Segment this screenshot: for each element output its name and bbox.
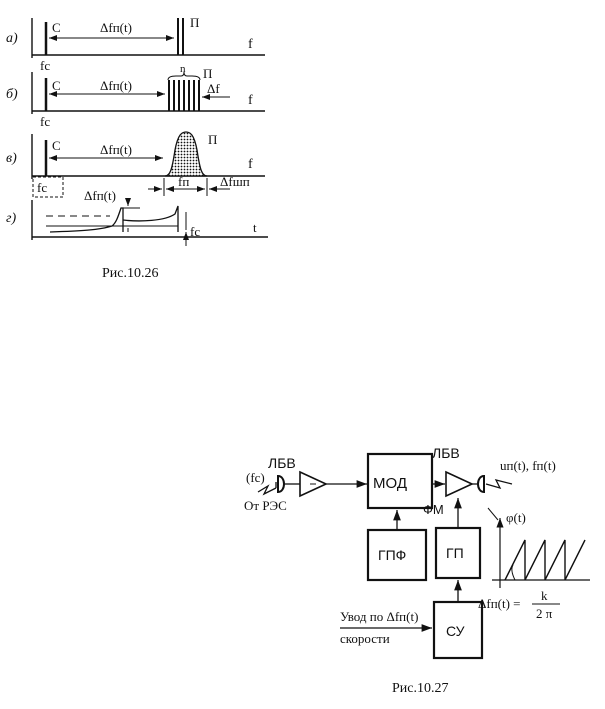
row-g-fc: fc xyxy=(190,224,200,239)
row-b-df: Δf xyxy=(207,81,220,96)
row-b xyxy=(31,71,265,114)
row-a-fc: fc xyxy=(40,58,50,73)
su-label: СУ xyxy=(446,623,465,639)
row-a-delta: Δfп(t) xyxy=(100,20,132,35)
fm-label: ФМ xyxy=(423,502,444,517)
row-a-label: а) xyxy=(6,31,18,46)
row-v-jammer: П xyxy=(208,132,217,147)
input-fc-label: (fc) xyxy=(246,470,265,485)
row-b-fc: fc xyxy=(40,114,50,129)
mod-block xyxy=(366,452,434,510)
input-antenna-icon xyxy=(277,474,286,494)
lbv2-label: ЛБВ xyxy=(432,445,460,461)
row-v-fc: fc xyxy=(37,180,47,195)
formula-left: Δfп(t) = xyxy=(478,596,521,611)
row-a-axis: f xyxy=(248,37,253,52)
row-g xyxy=(31,198,268,246)
row-a-carrier: С xyxy=(52,20,61,35)
row-v-dfsh: Δfшп xyxy=(220,174,250,189)
lbv1-amplifier-icon xyxy=(299,470,328,498)
row-g-axis: t xyxy=(253,220,257,235)
fc-dashed-box xyxy=(32,176,64,198)
row-v-delta: Δfп(t) xyxy=(100,142,132,157)
row-b-label: б) xyxy=(6,87,18,102)
row-a xyxy=(31,18,265,58)
row-v-label: в) xyxy=(6,151,17,166)
input-src-label: От РЭС xyxy=(244,498,287,513)
mod-label: МОД xyxy=(373,475,407,492)
phase-sawtooth xyxy=(504,539,586,581)
figure-10-27 xyxy=(257,452,590,660)
lbv1-label: ЛБВ xyxy=(268,455,296,471)
row-v-carrier: С xyxy=(52,138,61,153)
row-v-axis: f xyxy=(248,157,253,172)
gp-label: ГП xyxy=(446,545,464,561)
formula-num: k xyxy=(541,588,548,603)
row-b-n: n xyxy=(180,63,186,75)
gpf-label: ГПФ xyxy=(378,547,406,563)
formula-den: 2 π xyxy=(536,606,553,621)
row-b-delta: Δfп(t) xyxy=(100,78,132,93)
row-b-axis: f xyxy=(248,93,253,108)
lbv2-amplifier-icon xyxy=(445,470,474,498)
row-g-label: г) xyxy=(6,211,16,226)
drift-line-1: Увод по Δfп(t) xyxy=(340,609,418,624)
drift-line-2: скорости xyxy=(340,631,390,646)
caption-10-27: Рис.10.27 xyxy=(392,681,449,696)
output-antenna-icon xyxy=(476,474,485,494)
row-b-carrier: С xyxy=(52,78,61,93)
caption-10-26: Рис.10.26 xyxy=(102,266,159,281)
phase-label: φ(t) xyxy=(506,510,526,525)
row-b-jammer: П xyxy=(203,66,212,81)
row-v-fp: fп xyxy=(178,174,189,189)
row-g-delta: Δfп(t) xyxy=(84,188,116,203)
row-v xyxy=(31,131,265,198)
output-label: uп(t), fп(t) xyxy=(500,458,556,473)
row-a-jammer: П xyxy=(190,15,199,30)
